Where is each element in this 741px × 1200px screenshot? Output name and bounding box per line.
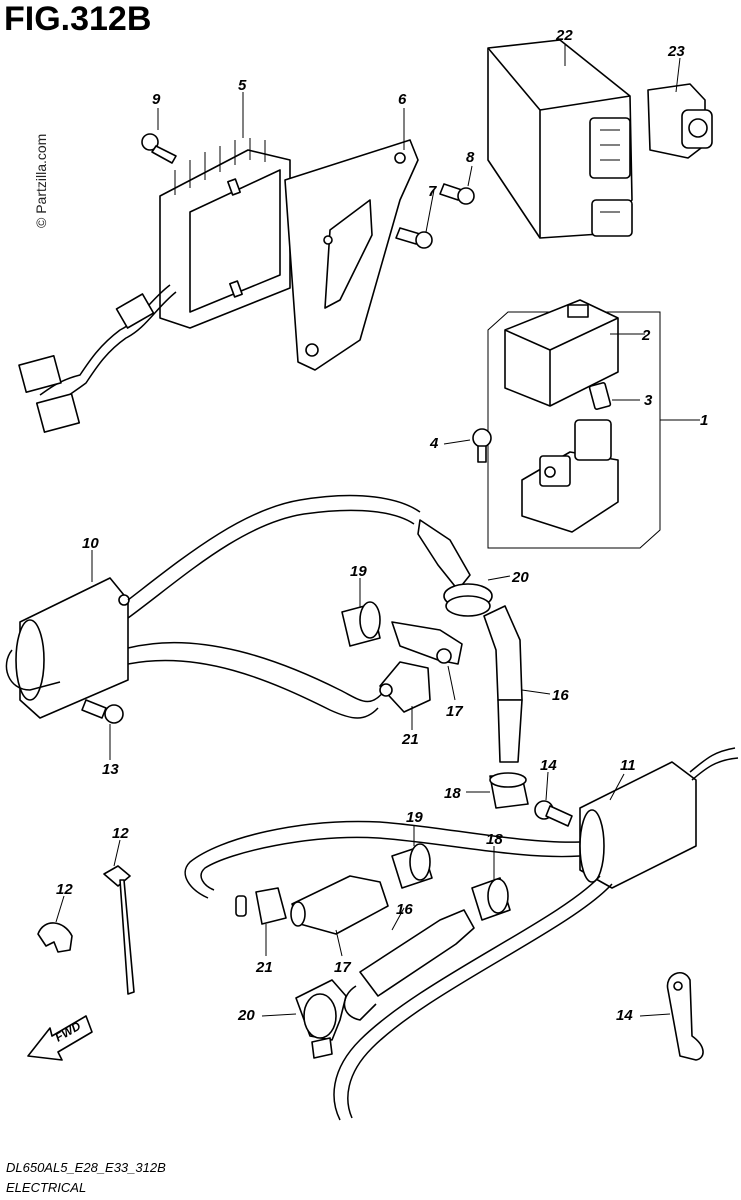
callout-20-lower: 20: [237, 1007, 255, 1024]
ecu-part[interactable]: [487, 39, 633, 239]
callout-labels: 9 5 6 8 7 22 23 2 3 1 4 10 13 19 20 17 1…: [56, 27, 708, 1024]
screw-part-4[interactable]: [472, 428, 492, 463]
ignition-coil-part-11[interactable]: [579, 747, 739, 889]
bolt-part-8[interactable]: [439, 183, 475, 205]
watermark: © Partzilla.com: [33, 134, 49, 228]
callout-4: 4: [429, 435, 439, 452]
grommet-part-19-upper[interactable]: [341, 601, 381, 647]
callout-1: 1: [700, 412, 708, 429]
boot-part-17-upper[interactable]: [391, 621, 463, 665]
bracket-part[interactable]: [284, 139, 419, 371]
spark-plug-cap-part-16-lower[interactable]: [343, 909, 475, 1021]
callout-10: 10: [82, 535, 99, 552]
seal-part-18-lower[interactable]: [471, 877, 511, 921]
cap-part-21-upper[interactable]: [379, 661, 431, 713]
high-tension-lead-lower: [184, 820, 613, 1121]
section-name: ELECTRICAL: [6, 1180, 86, 1195]
callout-18-lower: 18: [486, 831, 503, 848]
bolt-part-15-right[interactable]: [534, 800, 573, 827]
leader-lines: [55, 44, 700, 1017]
fuse-part[interactable]: [588, 381, 612, 411]
callout-6: 6: [398, 91, 407, 108]
grommet-part-19-lower[interactable]: [391, 843, 433, 889]
callout-15-right: 14: [540, 757, 557, 774]
callout-3: 3: [644, 392, 653, 409]
callout-12: 12: [56, 881, 73, 898]
starter-relay-part[interactable]: [521, 419, 619, 533]
callout-22: 22: [555, 27, 573, 44]
callout-16-upper: 16: [552, 687, 569, 704]
callout-7: 7: [428, 183, 437, 200]
plug-cap-part-20-upper[interactable]: [417, 519, 493, 617]
callout-13: 12: [112, 825, 129, 842]
callout-18-upper: 18: [444, 785, 461, 802]
callout-15-left: 13: [102, 761, 119, 778]
callout-23: 23: [667, 43, 685, 60]
callout-16-lower: 16: [396, 901, 413, 918]
seal-part-18-upper[interactable]: [489, 772, 529, 809]
spark-plug-cap-part-16-upper[interactable]: [483, 605, 523, 763]
callout-17-upper: 17: [446, 703, 463, 720]
bolt-part-15-left[interactable]: [81, 699, 124, 724]
callout-19-upper: 19: [350, 563, 367, 580]
plug-cap-part-20-lower[interactable]: [295, 979, 347, 1059]
figure-title: FIG.312B: [4, 0, 151, 38]
fwd-arrow-icon: FWD: [27, 1015, 93, 1061]
cable-tie-part[interactable]: [103, 865, 135, 995]
cap-part-21-lower[interactable]: [235, 887, 287, 925]
callout-21-lower: 21: [255, 959, 273, 976]
clamp-strap-part[interactable]: [666, 972, 704, 1061]
bolt-part-7[interactable]: [395, 227, 433, 249]
boot-part-17-lower[interactable]: [290, 875, 389, 935]
callout-8: 8: [466, 149, 475, 166]
ignition-coil-part-10[interactable]: [5, 577, 130, 719]
relay-cover-part[interactable]: [504, 299, 619, 407]
bolt-part-9[interactable]: [141, 133, 177, 164]
model-code: DL650AL5_E28_E33_312B: [6, 1160, 166, 1175]
callout-20-upper: 20: [511, 569, 529, 586]
callout-14: 14: [616, 1007, 633, 1024]
high-tension-lead-upper: [127, 494, 421, 719]
callout-17-lower: 17: [334, 959, 351, 976]
callout-2: 2: [641, 327, 651, 344]
callout-9: 9: [152, 91, 161, 108]
starter-relay-assembly-outline: [487, 311, 661, 549]
clamp-part[interactable]: [37, 922, 73, 953]
regulator-rectifier-part[interactable]: [18, 138, 291, 433]
connector-part[interactable]: [647, 83, 713, 159]
callout-5: 5: [238, 77, 247, 94]
callout-19-lower: 19: [406, 809, 423, 826]
callout-11: 11: [620, 757, 636, 774]
callout-21-upper: 21: [401, 731, 419, 748]
